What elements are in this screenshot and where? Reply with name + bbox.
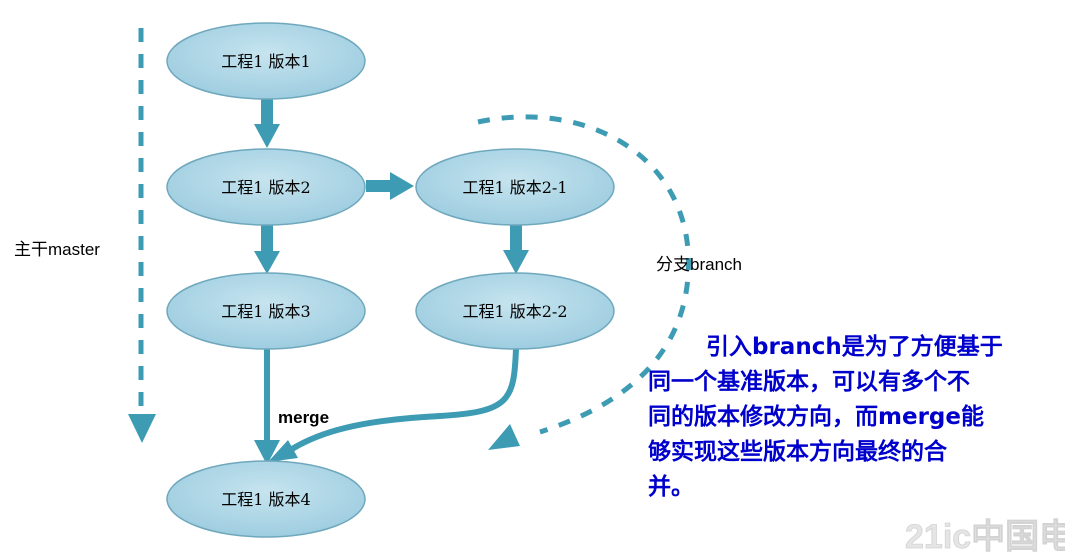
node-v22: 工程1 版本2-2 (415, 272, 615, 350)
watermark-logo: 21ic中国电子网 (905, 518, 1065, 557)
merge-label: merge (278, 408, 329, 427)
master-dashed-arrow (128, 28, 156, 443)
node-v4: 工程1 版本4 (166, 460, 366, 538)
explanation-note: 引入branch是为了方便基于 同一个基准版本，可以有多个不 同的版本修改方向，… (648, 330, 1048, 505)
arrow-v1-v2 (254, 98, 280, 148)
node-v1-label: 工程1 版本1 (221, 52, 310, 71)
node-v21-label: 工程1 版本2-1 (462, 178, 567, 197)
note-line-4: 够实现这些版本方向最终的合 (648, 439, 947, 465)
note-line-3: 同的版本修改方向，而merge能 (648, 404, 984, 430)
arrow-v3-v4 (254, 349, 280, 465)
branch-dashed-arrow (477, 114, 691, 450)
node-v2-label: 工程1 版本2 (221, 178, 310, 197)
master-label: 主干master (14, 240, 100, 259)
node-v22-label: 工程1 版本2-2 (462, 302, 567, 321)
node-v3: 工程1 版本3 (166, 272, 366, 350)
note-line-1: 引入branch是为了方便基于 (706, 334, 1003, 360)
node-v4-label: 工程1 版本4 (221, 490, 310, 509)
arrow-v22-v4-merge (268, 348, 519, 462)
node-v1: 工程1 版本1 (166, 22, 366, 100)
node-v21: 工程1 版本2-1 (415, 148, 615, 226)
node-v2: 工程1 版本2 (166, 148, 366, 226)
node-v3-label: 工程1 版本3 (221, 302, 310, 321)
arrow-v2-v3 (254, 225, 280, 274)
branch-label: 分支branch (656, 255, 742, 274)
arrow-v21-v22 (503, 225, 529, 274)
note-line-2: 同一个基准版本，可以有多个不 (648, 369, 970, 395)
note-line-5: 并。 (648, 474, 694, 500)
arrow-v2-v21 (366, 172, 414, 200)
watermark-text: 21ic中国电子网 (905, 518, 1065, 556)
